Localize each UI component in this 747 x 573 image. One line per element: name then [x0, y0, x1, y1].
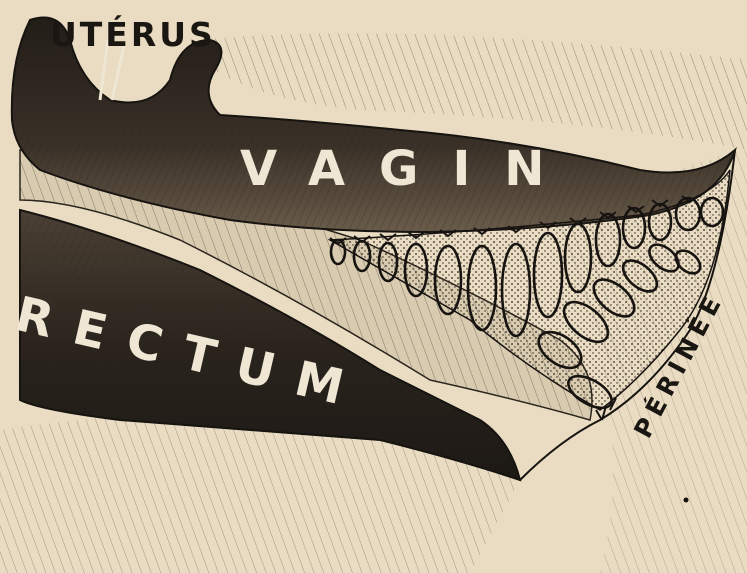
- label-vagin: VAGIN: [240, 145, 578, 193]
- label-uterus: UTÉRUS: [50, 18, 216, 51]
- ink-dot: [684, 498, 689, 503]
